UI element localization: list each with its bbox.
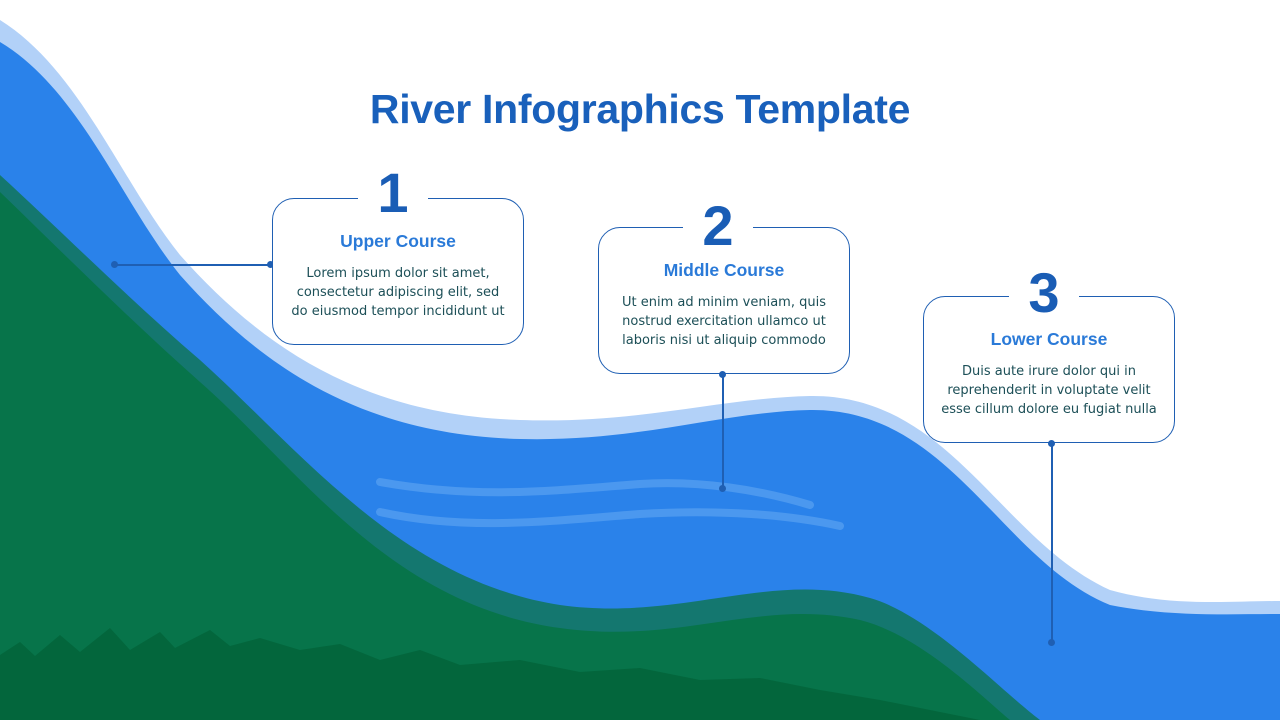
page-title: River Infographics Template <box>369 86 911 132</box>
lower-course-text: Duis aute irure dolor qui in reprehender… <box>941 364 1157 417</box>
river-ripple <box>376 508 844 530</box>
upper-course-text: Lorem ipsum dolor sit amet, consectetur … <box>291 266 505 319</box>
upper-course-card: Upper Course Lorem ipsum dolor sit amet,… <box>272 198 524 345</box>
connector-line-1 <box>114 264 271 266</box>
step-number-1: 1 <box>358 163 428 223</box>
connector-line-3 <box>1051 444 1053 643</box>
connector-dot-3-start <box>1048 440 1055 447</box>
connector-dot-1-end <box>267 261 274 268</box>
connector-dot-2-start <box>719 371 726 378</box>
connector-dot-2-end <box>719 485 726 492</box>
middle-course-card: Middle Course Ut enim ad minim veniam, q… <box>598 227 850 374</box>
connector-dot-3-end <box>1048 639 1055 646</box>
river-ripple <box>376 478 814 509</box>
middle-course-text: Ut enim ad minim veniam, quis nostrud ex… <box>622 295 826 348</box>
grass <box>0 628 980 720</box>
connector-dot-1-start <box>111 261 118 268</box>
middle-course-heading: Middle Course <box>663 260 785 280</box>
step-number-2: 2 <box>683 196 753 256</box>
upper-course-heading: Upper Course <box>340 231 456 251</box>
lower-course-heading: Lower Course <box>990 329 1108 349</box>
land <box>0 192 1010 720</box>
connector-line-2 <box>722 375 724 489</box>
step-number-3: 3 <box>1009 263 1079 323</box>
